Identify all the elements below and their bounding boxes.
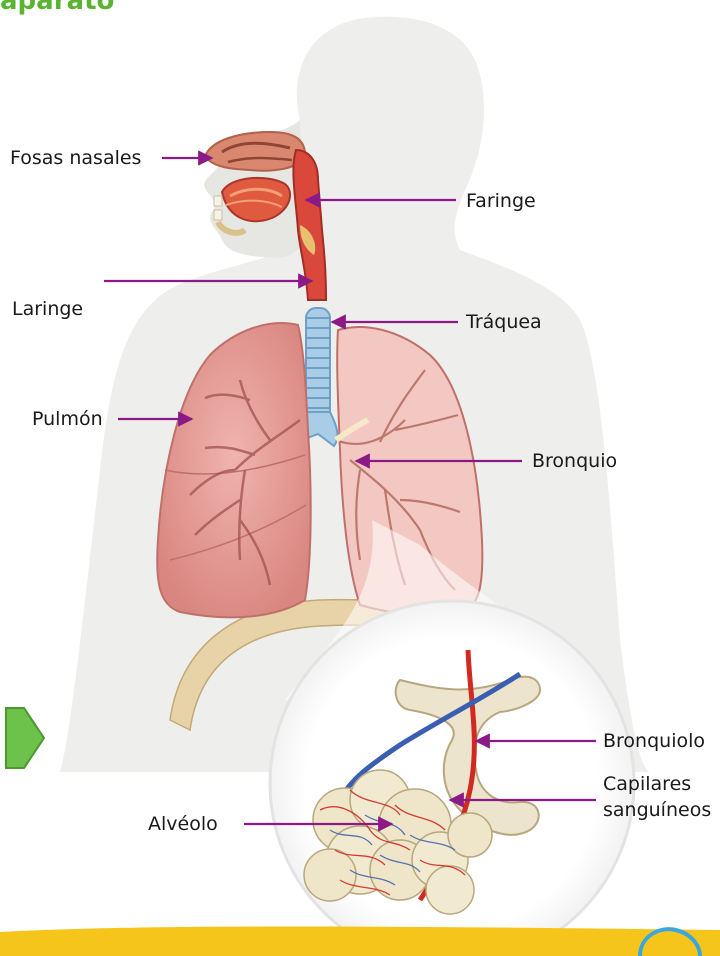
label-capilares-line2: sanguíneos (603, 797, 711, 823)
zoom-inset (270, 601, 634, 956)
label-laringe: Laringe (12, 297, 83, 321)
label-faringe: Faringe (466, 189, 536, 213)
bottom-banner (0, 927, 720, 956)
nasal-cavity (205, 132, 305, 171)
label-pulmon: Pulmón (32, 407, 103, 431)
next-page-button[interactable] (0, 690, 62, 786)
label-capilares: Capilares sanguíneos (603, 771, 711, 823)
label-capilares-line1: Capilares (603, 771, 711, 797)
label-traquea: Tráquea (466, 310, 542, 334)
label-alveolo: Alvéolo (148, 812, 218, 836)
label-fosas-nasales: Fosas nasales (10, 146, 141, 170)
label-bronquiolo: Bronquiolo (603, 729, 705, 753)
label-bronquio: Bronquio (532, 449, 617, 473)
